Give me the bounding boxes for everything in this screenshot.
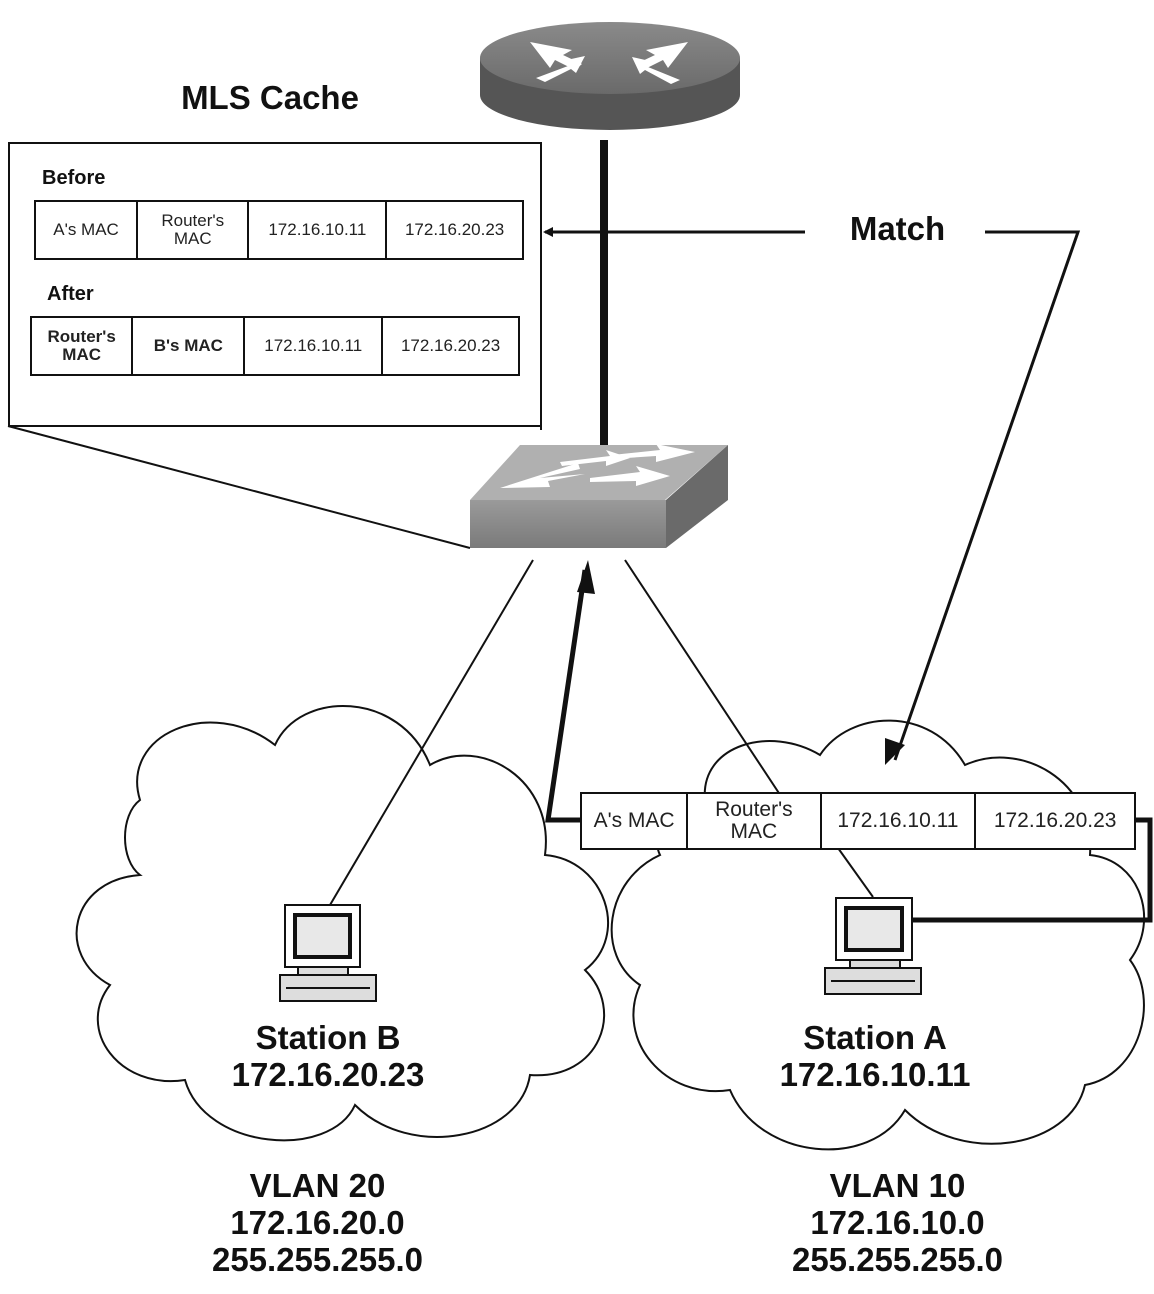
packet-dst-mac: Router's MAC [688,794,822,848]
vlan10-mask: 255.255.255.0 [791,1240,1004,1278]
mls-cache-before-row: A's MAC Router's MAC 172.16.10.11 172.16… [34,200,524,260]
packet-to-switch-arrowhead [577,560,595,594]
after-src-ip: 172.16.10.11 [245,318,384,374]
match-arrow-to-packet-line [893,230,1081,761]
vlan10-network: 172.16.10.0 [810,1203,985,1241]
station-a-ip: 172.16.10.11 [779,1055,971,1093]
station-a-packet-path [910,817,1153,923]
station-b-label: Station B 172.16.20.23 [198,1019,458,1094]
station-b-name: Station B [255,1019,401,1056]
station-a-label: Station A 172.16.10.11 [745,1019,1005,1094]
cache-callout-line-left [7,425,471,549]
match-label: Match [849,210,946,247]
computer-icon-station-b [279,904,377,1002]
vlan10-name: VLAN 10 [829,1167,966,1204]
before-dst-ip: 172.16.20.23 [404,220,505,240]
match-arrow-to-packet-head [885,738,905,765]
vlan20-name: VLAN 20 [249,1167,386,1204]
vlan10-label: VLAN 10 172.16.10.0 255.255.255.0 [760,1167,1035,1279]
station-b-ip: 172.16.20.23 [231,1055,425,1093]
link-switch-station-b [329,559,534,906]
mls-cache-title: MLS Cache [181,79,359,116]
link-packet-station-a [837,847,874,898]
mls-cache-panel [8,142,542,427]
router-switch-link [600,140,608,445]
router-icon [480,22,740,130]
vlan20-mask: 255.255.255.0 [211,1240,424,1278]
before-dst-mac: Router's MAC [138,202,250,258]
after-label: After [47,283,94,305]
after-dst-ip: 172.16.20.23 [400,336,501,356]
before-src-ip: 172.16.10.11 [249,202,388,258]
packet-to-switch-path [545,569,588,823]
switch-icon [470,444,728,548]
computer-icon-station-a [824,897,922,995]
before-label: Before [42,167,106,189]
vlan20-network: 172.16.20.0 [230,1203,405,1241]
after-dst-mac: B's MAC [133,318,246,374]
link-switch-station-a [624,559,801,826]
after-src-mac: Router's MAC [32,318,134,374]
mls-cache-after-row: Router's MAC B's MAC 172.16.10.11 172.16… [30,316,520,376]
station-a-name: Station A [803,1019,947,1056]
packet-dst-ip: 172.16.20.23 [993,808,1117,832]
packet-header: A's MAC Router's MAC 172.16.10.11 172.16… [580,792,1136,850]
vlan20-label: VLAN 20 172.16.20.0 255.255.255.0 [180,1167,455,1279]
packet-src-mac: A's MAC [582,794,689,848]
before-src-mac: A's MAC [36,202,139,258]
packet-src-ip: 172.16.10.11 [822,794,977,848]
